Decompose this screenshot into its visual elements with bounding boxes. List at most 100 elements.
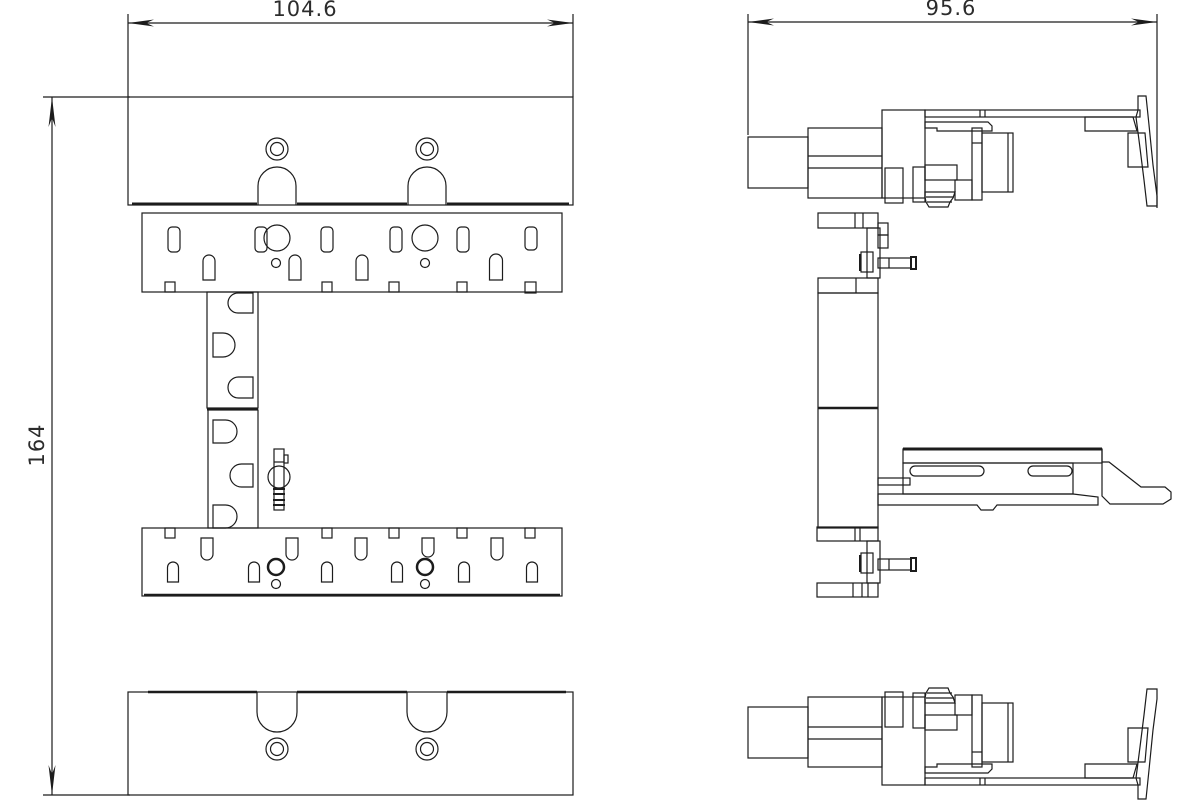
slot — [320, 226, 334, 253]
arch-slot — [247, 561, 261, 583]
bottom-mounting-plate — [127, 691, 574, 796]
mounting-hole-inner — [419, 141, 435, 157]
dim-label-front-width: 104.6 — [272, 0, 338, 21]
connector-flange — [971, 127, 983, 201]
d-slot — [212, 332, 236, 358]
guide-pin — [877, 257, 912, 269]
connector-cap — [924, 191, 956, 208]
arch-slot — [202, 254, 216, 281]
din-notch — [407, 166, 447, 205]
locking-screw-circle — [267, 465, 291, 489]
locking-screw-stem — [273, 448, 285, 511]
dimension-arrow — [748, 18, 774, 26]
hang-slot — [421, 537, 435, 558]
rail-arm-bottom — [877, 493, 1099, 511]
dimension-arrow — [547, 19, 573, 27]
column-flange — [816, 526, 879, 542]
center-column-lower — [207, 409, 259, 529]
slot — [456, 226, 470, 253]
screw-tab — [283, 454, 289, 464]
mounting-hole-outer — [265, 737, 289, 761]
hang-slot — [200, 537, 214, 561]
edge-square — [321, 281, 333, 293]
slot — [167, 226, 181, 253]
arch-slot — [488, 253, 504, 281]
connector-ledge — [924, 121, 993, 132]
arch-slot — [525, 561, 539, 583]
clip-tab — [1127, 727, 1149, 763]
arch-slot — [355, 254, 369, 281]
connector-body — [981, 702, 1014, 763]
top-perforated-strip — [141, 212, 563, 293]
front-view — [127, 96, 574, 796]
rail-arm-hook — [1101, 449, 1172, 505]
edge-square — [388, 281, 400, 293]
connector-ledge — [924, 763, 993, 774]
large-hole — [411, 224, 439, 252]
plug-mid-block — [807, 696, 883, 768]
small-hole — [270, 257, 282, 269]
arch-slot — [320, 561, 334, 583]
edge-square — [456, 281, 468, 293]
din-notch — [256, 692, 298, 733]
d-slot — [229, 463, 254, 488]
mounting-hole-outer — [265, 137, 289, 161]
rail-arm-slot — [1027, 465, 1073, 477]
din-notch — [406, 692, 448, 733]
clip-tab — [1127, 132, 1149, 168]
plug-mid-block — [807, 127, 883, 199]
center-column-upper — [206, 291, 259, 409]
arch-slot — [457, 561, 471, 583]
mounting-hole-inner — [419, 741, 435, 757]
d-slot — [227, 292, 254, 314]
top-mounting-plate — [127, 96, 574, 206]
arch-slot — [166, 561, 180, 583]
hang-slot — [490, 537, 504, 561]
arm-pin — [877, 477, 911, 486]
terminal-detail — [884, 167, 904, 204]
slot — [524, 226, 538, 251]
bar-under-plate — [1084, 763, 1138, 779]
d-slot — [212, 419, 238, 444]
column-flange — [817, 277, 879, 294]
slot — [389, 226, 403, 253]
mounting-hole-inner — [269, 741, 285, 757]
small-hole — [270, 578, 282, 590]
guide-pin — [877, 558, 912, 571]
top-rail-bar — [924, 109, 1141, 118]
terminal-detail — [884, 691, 904, 728]
bold-hole — [415, 557, 435, 577]
plug-left-block — [747, 136, 809, 189]
side-view — [747, 95, 1172, 800]
mounting-hole-inner — [269, 141, 285, 157]
terminal-detail — [912, 166, 926, 203]
edge-square — [164, 527, 176, 539]
connector-body — [981, 132, 1014, 193]
dimension-annotations — [43, 14, 1158, 796]
column-flange — [816, 582, 879, 598]
arch-slot — [288, 254, 302, 281]
mounting-hole-outer — [415, 137, 439, 161]
dim-label-side-width: 95.6 — [925, 0, 977, 20]
edge-square — [524, 527, 536, 539]
edge-square — [164, 281, 176, 293]
small-hole — [419, 257, 431, 269]
connector-cap — [924, 687, 956, 704]
dimension-arrow — [48, 97, 56, 127]
slot — [254, 226, 268, 253]
pin-tip — [910, 256, 917, 270]
edge-square — [524, 281, 537, 294]
dimension-arrow — [1131, 18, 1157, 26]
terminal-detail — [912, 692, 926, 729]
edge-square — [388, 527, 400, 539]
hang-slot — [285, 537, 299, 561]
plug-assembly-top — [747, 95, 1158, 208]
edge-square — [321, 527, 333, 539]
connector-sub-block — [924, 164, 958, 181]
d-slot — [212, 504, 238, 529]
stacked-rect — [877, 234, 889, 249]
d-slot — [227, 376, 254, 399]
plug-assembly-bottom — [747, 687, 1158, 800]
